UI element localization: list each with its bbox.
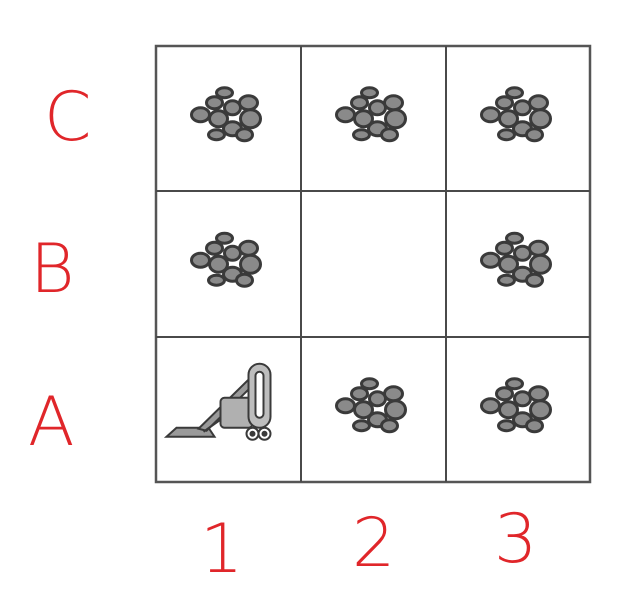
column-label-1: 1 xyxy=(200,510,243,589)
vacuum-cleaner-icon xyxy=(163,362,272,441)
row-label-a: A xyxy=(28,383,75,462)
row-label-c: C xyxy=(44,78,91,157)
row-label-b: B xyxy=(30,230,75,309)
grid-cells xyxy=(163,86,552,441)
column-label-2: 2 xyxy=(352,504,395,583)
column-label-3: 3 xyxy=(494,500,537,579)
